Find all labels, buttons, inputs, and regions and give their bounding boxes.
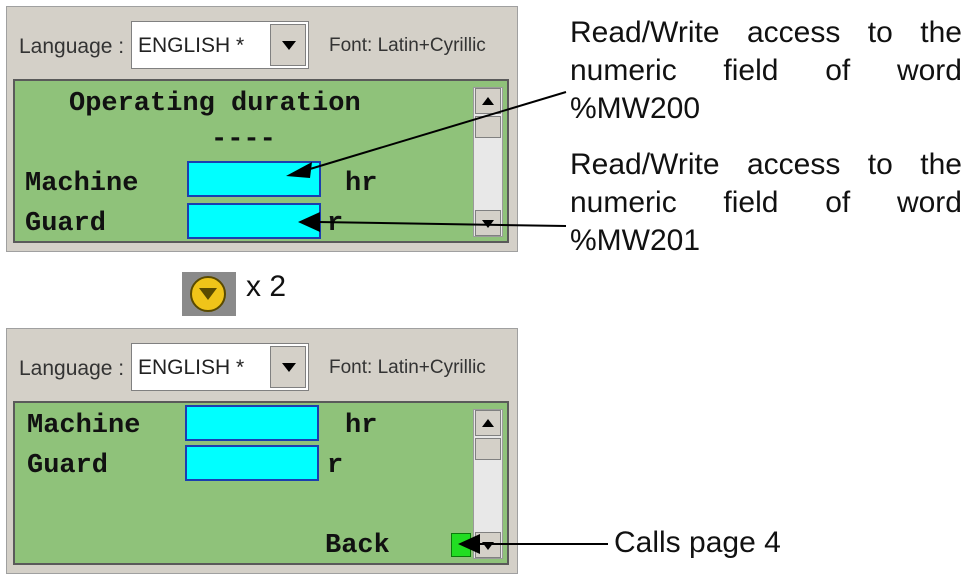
scroll-up-icon[interactable] xyxy=(475,88,501,114)
annotation-word: to xyxy=(867,16,893,49)
language-label: Language : xyxy=(19,35,125,58)
annotation-word: Read/Write xyxy=(570,148,720,181)
machine-label: Machine xyxy=(25,169,139,199)
annotation-word: field xyxy=(723,186,779,219)
scroll-down-icon[interactable] xyxy=(475,210,501,236)
annotation-word: access xyxy=(746,16,841,49)
guard-unit: r xyxy=(327,451,344,481)
guard-duration-field[interactable] xyxy=(187,203,321,239)
guard-label: Guard xyxy=(27,451,109,481)
scrollbar[interactable] xyxy=(473,409,503,559)
machine-duration-field[interactable] xyxy=(187,161,321,197)
annotation-word: %MW200 xyxy=(570,92,701,125)
machine-unit: hr xyxy=(345,169,378,199)
annotation-mw200: Read/Write access to the numeric field o… xyxy=(570,14,970,128)
font-label: Font: Latin+Cyrillic xyxy=(329,35,486,56)
language-toolbar: Language : ENGLISH * Font: Latin+Cyrilli… xyxy=(7,7,517,75)
language-label: Language : xyxy=(19,357,125,380)
annotation-word: Read/Write xyxy=(570,16,720,49)
annotation-word: to xyxy=(867,148,893,181)
scrollbar[interactable] xyxy=(473,87,503,237)
chevron-down-icon[interactable] xyxy=(270,346,306,388)
scroll-thumb[interactable] xyxy=(475,116,501,138)
annotation-word: of xyxy=(825,186,851,219)
annotation-word: numeric xyxy=(570,54,677,87)
guard-label: Guard xyxy=(25,209,107,239)
font-label: Font: Latin+Cyrillic xyxy=(329,357,486,378)
guard-unit: r xyxy=(327,209,344,239)
annotation-line: Read/Write access to the xyxy=(570,146,962,184)
chevron-down-icon[interactable] xyxy=(270,24,306,66)
annotation-line: numeric field of word xyxy=(570,184,962,222)
machine-label: Machine xyxy=(27,411,141,441)
language-toolbar: Language : ENGLISH * Font: Latin+Cyrilli… xyxy=(7,329,517,397)
annotation-mw201: Read/Write access to the numeric field o… xyxy=(570,146,970,260)
guard-duration-field[interactable] xyxy=(185,445,319,481)
annotation-word: %MW201 xyxy=(570,224,701,257)
annotation-word: field xyxy=(723,54,779,87)
annotation-word: numeric xyxy=(570,186,677,219)
back-label: Back xyxy=(325,531,390,561)
annotation-word: the xyxy=(920,16,962,49)
display-screen: Operating duration ---- Machine hr Guard… xyxy=(13,79,509,243)
press-count: x 2 xyxy=(246,270,287,303)
language-select[interactable]: ENGLISH * xyxy=(131,21,309,69)
back-arrow-button[interactable] xyxy=(451,533,471,557)
top-operator-panel: Language : ENGLISH * Font: Latin+Cyrilli… xyxy=(6,6,518,252)
language-value: ENGLISH * xyxy=(138,34,245,57)
annotation-word: word xyxy=(896,54,962,87)
down-key-button[interactable] xyxy=(182,272,236,316)
annotation-word: access xyxy=(746,148,841,181)
annotation-word: the xyxy=(920,148,962,181)
language-value: ENGLISH * xyxy=(138,356,245,379)
page-title: Operating duration xyxy=(69,89,361,119)
machine-duration-field[interactable] xyxy=(185,405,319,441)
scroll-up-icon[interactable] xyxy=(475,410,501,436)
machine-unit: hr xyxy=(345,411,378,441)
annotation-line: numeric field of word xyxy=(570,52,962,90)
title-underline: ---- xyxy=(211,125,276,155)
bottom-operator-panel: Language : ENGLISH * Font: Latin+Cyrilli… xyxy=(6,328,518,574)
annotation-word: word xyxy=(896,186,962,219)
scroll-down-icon[interactable] xyxy=(475,532,501,558)
annotation-calls-page: Calls page 4 xyxy=(614,526,781,559)
annotation-word: of xyxy=(825,54,851,87)
annotation-line: Read/Write access to the xyxy=(570,14,962,52)
scroll-thumb[interactable] xyxy=(475,438,501,460)
language-select[interactable]: ENGLISH * xyxy=(131,343,309,391)
arrow-down-icon xyxy=(190,276,226,312)
display-screen: Machine hr Guard r Back xyxy=(13,401,509,565)
